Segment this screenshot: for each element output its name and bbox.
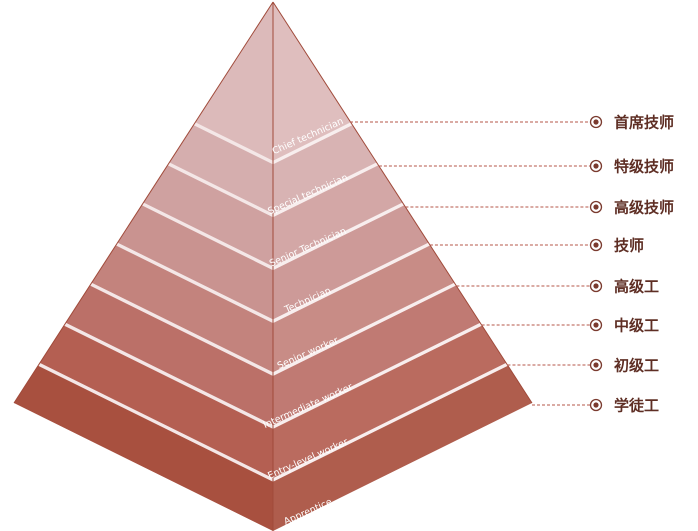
tier-label-cn: 高级技师 bbox=[614, 199, 674, 217]
callout-marker-dot bbox=[593, 204, 599, 210]
callout-marker-dot bbox=[593, 119, 599, 125]
tier-label-cn: 特级技师 bbox=[614, 158, 674, 176]
tier-left-face bbox=[195, 2, 273, 161]
callout-marker-dot bbox=[593, 283, 599, 289]
tier-right-face bbox=[273, 245, 455, 373]
callout-marker-dot bbox=[593, 163, 599, 169]
tier-label-cn: 技师 bbox=[614, 237, 644, 255]
tier-right-face bbox=[273, 125, 377, 214]
tier-label-cn: 初级工 bbox=[614, 357, 659, 375]
tier-right-face bbox=[273, 2, 351, 161]
callout-marker-dot bbox=[593, 242, 599, 248]
tier-label-cn: 高级工 bbox=[614, 278, 659, 296]
tier-left-face bbox=[14, 365, 273, 531]
callout-marker-dot bbox=[593, 402, 599, 408]
tier-left-face bbox=[143, 165, 273, 267]
callout-marker-dot bbox=[593, 362, 599, 368]
tier-label-cn: 首席技师 bbox=[614, 114, 674, 132]
pyramid-right-edge bbox=[272, 1, 533, 404]
tier-right-face bbox=[273, 205, 429, 320]
tier-left-face bbox=[91, 245, 273, 373]
tier-right-face bbox=[273, 165, 403, 267]
tier-right-face bbox=[273, 365, 532, 531]
tier-left-face bbox=[65, 285, 273, 426]
tier-label-cn: 中级工 bbox=[614, 317, 659, 335]
callout-marker-dot bbox=[593, 322, 599, 328]
tier-left-face bbox=[117, 205, 273, 320]
tier-right-face bbox=[273, 285, 481, 426]
tier-left-face bbox=[169, 125, 273, 214]
tier-label-cn: 学徒工 bbox=[614, 397, 659, 415]
pyramid-left-edge bbox=[13, 1, 274, 404]
tier-left-face bbox=[39, 325, 274, 479]
tier-right-face bbox=[273, 325, 507, 479]
